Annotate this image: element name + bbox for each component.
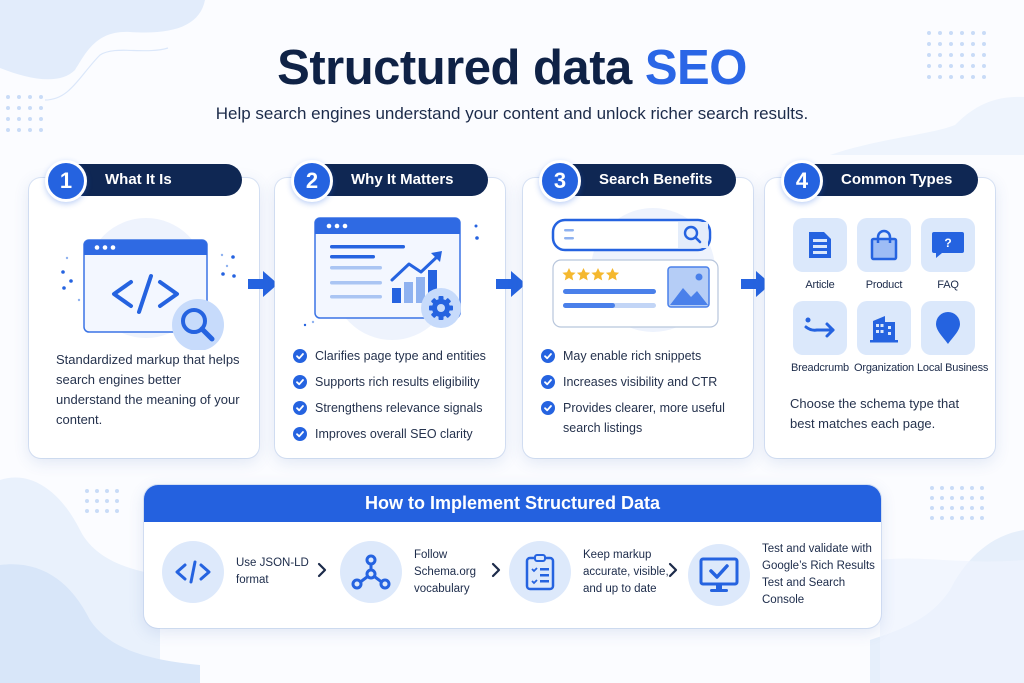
card-title: Search Benefits <box>557 164 736 196</box>
check-circle-icon <box>541 401 555 415</box>
chevron-right-icon <box>491 562 501 578</box>
svg-text:?: ? <box>944 236 951 250</box>
network-nodes-icon <box>351 554 391 590</box>
list-item: Strengthens relevance signals <box>293 398 486 418</box>
type-article: Article <box>789 218 851 291</box>
step-number-badge: 2 <box>291 160 333 202</box>
card-what-it-is: What It Is 1 Standardized markup that he… <box>29 160 259 458</box>
card-title: Common Types <box>799 164 978 196</box>
type-organization: Organization <box>853 301 915 374</box>
title-accent: SEO <box>644 41 747 95</box>
card-search-benefits: Search Benefits 3 May enable rich snippe… <box>523 160 753 458</box>
chevron-right-icon <box>317 562 327 578</box>
card-common-types: Common Types 4 Article Product ? FAQ Bre… <box>765 160 995 458</box>
list-item: Supports rich results eligibility <box>293 372 486 392</box>
arrow-right-icon <box>248 271 278 297</box>
type-breadcrumb: Breadcrumb <box>789 301 851 374</box>
check-circle-icon <box>541 375 555 389</box>
card-title: What It Is <box>63 164 242 196</box>
benefit-list: Clarifies page type and entities Support… <box>293 346 486 450</box>
card-description: Choose the schema type that best matches… <box>790 396 960 431</box>
card-header: What It Is 1 <box>45 160 242 202</box>
analytics-window-gear-icon <box>303 217 479 340</box>
list-item: Improves overall SEO clarity <box>293 424 486 444</box>
code-window-magnifier-icon <box>61 218 236 350</box>
implementation-title: How to Implement Structured Data <box>144 485 881 522</box>
card-why-it-matters: Why It Matters 2 Clarifies page type and… <box>275 160 505 458</box>
type-product: Product <box>853 218 915 291</box>
question-bubble-icon: ? <box>932 232 964 258</box>
type-faq: ? FAQ <box>917 218 979 291</box>
card-header: Why It Matters 2 <box>291 160 488 202</box>
card-header: Common Types 4 <box>781 160 978 202</box>
page-title: Structured data SEO <box>0 40 1024 96</box>
check-circle-icon <box>293 427 307 441</box>
monitor-check-icon <box>699 557 739 592</box>
dot-grid-bottom-left <box>85 489 119 513</box>
list-item: Provides clearer, more useful search lis… <box>541 398 741 438</box>
arrow-right-icon <box>496 271 526 297</box>
check-circle-icon <box>541 349 555 363</box>
type-local-business: Local Business <box>917 301 988 374</box>
benefit-list: May enable rich snippets Increases visib… <box>541 346 741 444</box>
schema-type-grid: Article Product ? FAQ Breadcrumb Organiz… <box>789 218 988 374</box>
check-circle-icon <box>293 349 307 363</box>
breadcrumb-arrow-icon <box>804 317 835 338</box>
clipboard-checklist-icon <box>525 554 555 591</box>
dot-grid-top-right <box>927 31 986 79</box>
code-icon <box>175 560 211 584</box>
step-number-badge: 4 <box>781 160 823 202</box>
list-item: Clarifies page type and entities <box>293 346 486 366</box>
check-circle-icon <box>293 375 307 389</box>
card-header: Search Benefits 3 <box>539 160 736 202</box>
step-number-badge: 3 <box>539 160 581 202</box>
card-description: Standardized markup that helps search en… <box>56 352 240 427</box>
chevron-right-icon <box>668 562 678 578</box>
page-subtitle: Help search engines understand your cont… <box>215 104 809 123</box>
title-main: Structured data <box>277 41 645 95</box>
map-pin-icon <box>936 312 960 344</box>
list-item: Increases visibility and CTR <box>541 372 741 392</box>
dot-grid-top-left <box>6 95 43 132</box>
arrow-right-icon <box>741 271 771 297</box>
card-title: Why It Matters <box>309 164 488 196</box>
check-circle-icon <box>293 401 307 415</box>
step-number-badge: 1 <box>45 160 87 202</box>
dot-grid-bottom-right <box>930 486 984 520</box>
article-icon <box>809 232 831 258</box>
building-icon <box>870 316 898 343</box>
search-result-rich-snippet-icon <box>551 208 719 332</box>
list-item: May enable rich snippets <box>541 346 741 366</box>
shopping-bag-icon <box>870 229 898 261</box>
implementation-panel: How to Implement Structured Data Use JSO… <box>144 485 881 628</box>
